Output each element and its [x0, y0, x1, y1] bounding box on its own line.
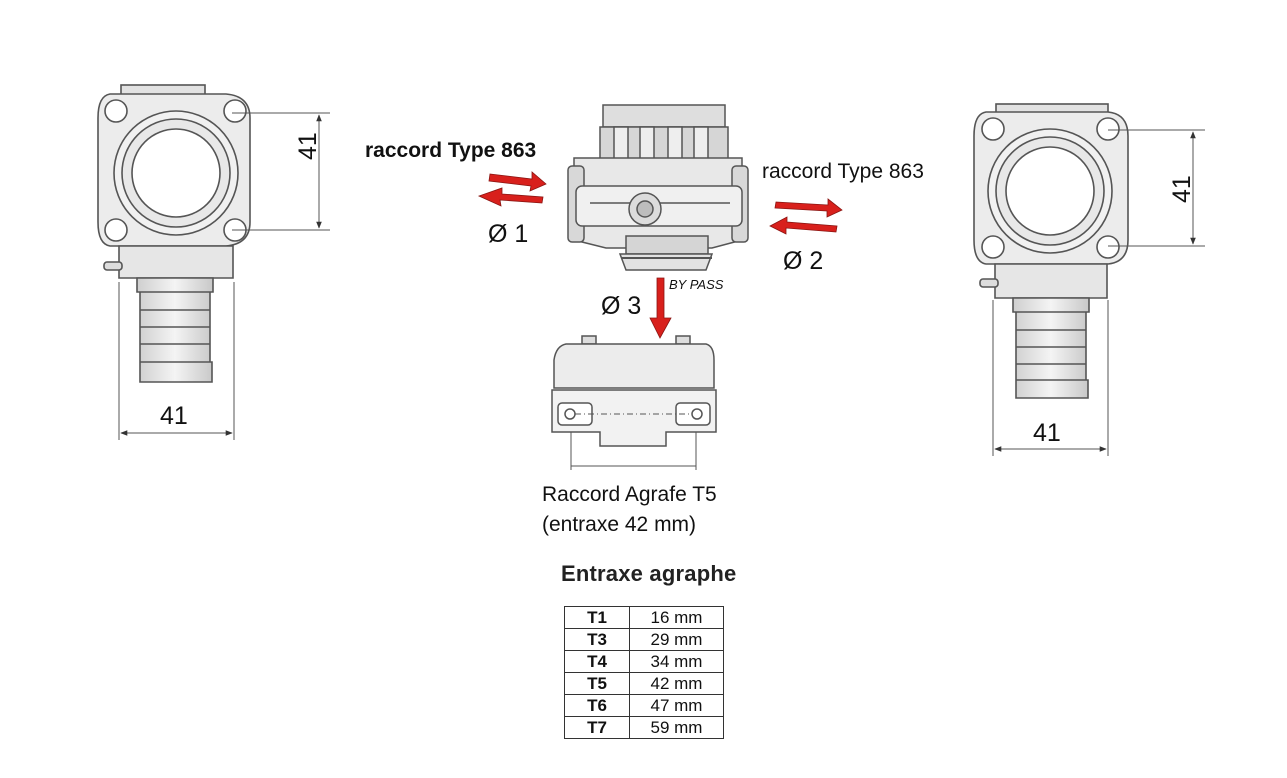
- right-connection-label: raccord Type 863: [762, 160, 924, 183]
- right-fitting-view: [973, 103, 1129, 399]
- table-cell-type: T7: [564, 716, 630, 739]
- valve-body: [567, 104, 749, 271]
- left-dimension-lines: [118, 112, 330, 440]
- left-connection-label: raccord Type 863: [365, 139, 537, 162]
- clip-dimension-line: [570, 432, 697, 470]
- table-cell-value: 16 mm: [629, 606, 724, 629]
- table-cell-type: T4: [564, 650, 630, 673]
- table-cell-type: T6: [564, 694, 630, 717]
- right-width-dimension: 41: [1033, 419, 1061, 447]
- table-title: Entraxe agraphe: [561, 561, 737, 586]
- left-width-dimension: 41: [160, 402, 188, 430]
- table-cell-value: 29 mm: [629, 628, 724, 651]
- flow-arrows: [477, 171, 843, 339]
- table-cell-value: 59 mm: [629, 716, 724, 739]
- table-cell-value: 47 mm: [629, 694, 724, 717]
- clip-caption-line2: (entraxe 42 mm): [542, 513, 697, 536]
- table-cell-value: 34 mm: [629, 650, 724, 673]
- left-height-dimension: 41: [294, 132, 322, 160]
- clip-caption: Raccord Agrafe T5 (entraxe 42 mm): [542, 480, 717, 540]
- diameter-3-label: Ø 3: [601, 292, 642, 320]
- diameter-2-label: Ø 2: [783, 247, 824, 275]
- table-cell-value: 42 mm: [629, 672, 724, 695]
- table-cell-type: T5: [564, 672, 630, 695]
- table-cell-type: T3: [564, 628, 630, 651]
- diameter-1-label: Ø 1: [488, 220, 529, 248]
- left-fitting-view: [97, 84, 251, 383]
- right-dimension-lines: [992, 129, 1205, 456]
- table-cell-type: T1: [564, 606, 630, 629]
- clip-fitting: [551, 335, 717, 447]
- right-height-dimension: 41: [1168, 175, 1196, 203]
- bypass-label: BY PASS: [669, 277, 724, 292]
- clip-caption-line1: Raccord Agrafe T5: [542, 483, 717, 506]
